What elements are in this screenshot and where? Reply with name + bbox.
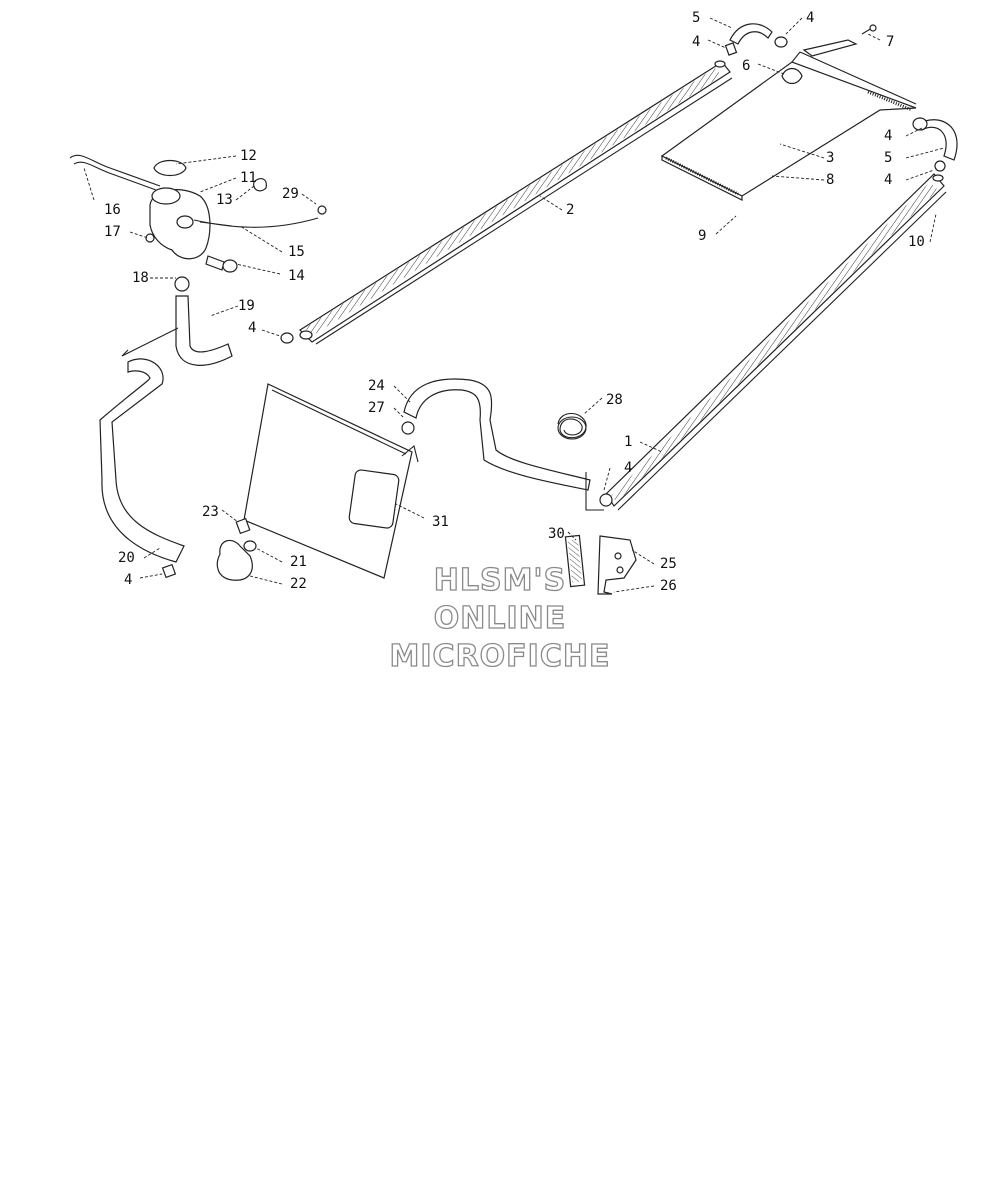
callout-15: 15 [288,244,305,260]
callout-14: 14 [288,268,305,284]
watermark-line-3: MICROFICHE [390,639,611,674]
callout-30: 30 [548,526,565,542]
hose-24 [401,378,613,507]
callout-2: 2 [566,202,574,218]
radiator-shield [243,383,419,579]
watermark-line-2: ONLINE [434,601,567,636]
callout-5-top: 5 [692,10,700,26]
callout-10: 10 [908,234,925,250]
callout-6: 6 [742,58,750,74]
callout-20: 20 [118,550,135,566]
callout-4-mid-left: 4 [248,320,256,336]
callout-12: 12 [240,148,257,164]
callout-9: 9 [698,228,706,244]
callout-3: 3 [826,150,834,166]
heat-exchanger-left [299,60,733,345]
hose-top [724,23,877,85]
coolant-tank [69,154,327,292]
callout-18: 18 [132,270,149,286]
callout-4-right-lower: 4 [884,172,892,188]
callout-13: 13 [216,192,233,208]
callout-24: 24 [368,378,385,394]
callout-labels: 5 4 4 7 6 12 11 16 13 29 2 4 3 5 4 8 17 … [104,10,925,594]
callout-7: 7 [886,34,894,50]
callout-4-top-right: 4 [806,10,814,26]
callout-4-bottom-left: 4 [124,572,132,588]
callout-5-right: 5 [884,150,892,166]
callout-25: 25 [660,556,677,572]
callout-1: 1 [624,434,632,450]
callout-23: 23 [202,504,219,520]
callout-19: 19 [238,298,255,314]
callout-17: 17 [104,224,121,240]
callout-21: 21 [290,554,307,570]
callout-22: 22 [290,576,307,592]
mounting-bracket [564,534,637,595]
callout-26: 26 [660,578,677,594]
watermark: HLSM'S ONLINE MICROFICHE [389,562,611,674]
callout-27: 27 [368,400,385,416]
hose-right [912,117,958,172]
rear-heat-exchanger [660,51,917,201]
callout-28: 28 [606,392,623,408]
hose-20 [99,349,185,579]
watermark-line-1: HLSM'S [434,563,566,598]
callout-4-top-left: 4 [692,34,700,50]
callout-29: 29 [282,186,299,202]
callout-11: 11 [240,170,257,186]
hose-19 [175,295,294,366]
callout-16: 16 [104,202,121,218]
leader-lines [83,17,945,593]
callout-4-mid-right: 4 [624,460,632,476]
callout-4-right-upper: 4 [884,128,892,144]
callout-31: 31 [432,514,449,530]
hose-22 [216,517,257,581]
spring-clamp [557,412,587,440]
heat-exchanger-right [605,173,947,511]
callout-8: 8 [826,172,834,188]
